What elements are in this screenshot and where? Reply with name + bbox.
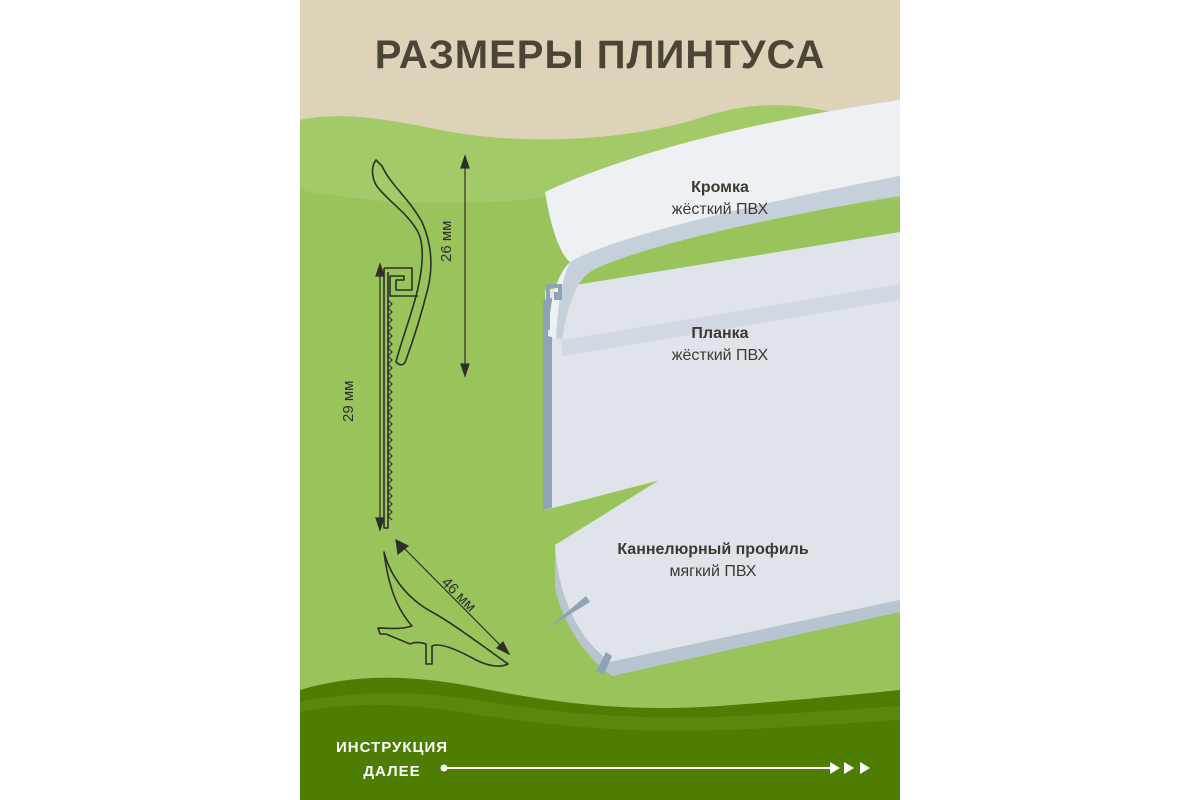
next-instruction-button[interactable]: ИНСТРУКЦИЯ ДАЛЕЕ bbox=[312, 736, 472, 784]
kannelur-fin-2 bbox=[596, 652, 612, 674]
header-wave bbox=[300, 0, 900, 140]
product-name: Планка bbox=[691, 325, 749, 342]
serration bbox=[387, 299, 393, 521]
product-label-kromka: Кромка жёсткий ПВХ bbox=[630, 177, 810, 221]
kromka-clip bbox=[546, 284, 562, 330]
kromka-body bbox=[545, 100, 900, 340]
kannelur-body bbox=[555, 330, 900, 662]
dimension-lines bbox=[375, 154, 511, 656]
products-illustration bbox=[543, 100, 900, 676]
planka-serrated-edge bbox=[543, 298, 552, 510]
product-material: жёсткий ПВХ bbox=[671, 201, 769, 218]
product-label-kannelur: Каннелюрный профиль мягкий ПВХ bbox=[588, 539, 838, 583]
fillet-profile-outline bbox=[377, 551, 509, 667]
page-title: РАЗМЕРЫ ПЛИНТУСА bbox=[374, 33, 826, 77]
dimension-label-29: 29 мм bbox=[340, 380, 357, 422]
cross-section-drawing bbox=[371, 159, 509, 667]
cap-profile-outline bbox=[371, 159, 432, 366]
infographic-card: РАЗМЕРЫ ПЛИНТУСА 26 мм 29 мм 46 мм Кромк… bbox=[300, 0, 900, 800]
product-name: Каннелюрный профиль bbox=[617, 541, 809, 558]
product-material: жёсткий ПВХ bbox=[671, 347, 769, 364]
product-label-planka: Планка жёсткий ПВХ bbox=[630, 323, 810, 367]
dimension-label-26: 26 мм bbox=[438, 220, 455, 262]
kannelur-shade bbox=[555, 545, 900, 676]
background-art bbox=[300, 0, 900, 800]
planka-shadow bbox=[562, 284, 900, 356]
kannelur-fin-1 bbox=[548, 596, 590, 628]
product-material: мягкий ПВХ bbox=[669, 563, 757, 580]
cta-line-1: ИНСТРУКЦИЯ bbox=[335, 739, 449, 756]
clip-hook bbox=[384, 267, 418, 297]
kromka-curve-shade bbox=[556, 176, 900, 340]
next-arrow[interactable] bbox=[440, 762, 871, 774]
cta-line-2: ДАЛЕЕ bbox=[363, 763, 421, 780]
footer-wave-highlight bbox=[300, 693, 900, 731]
product-name: Кромка bbox=[691, 179, 749, 196]
strip-outline bbox=[383, 268, 389, 529]
